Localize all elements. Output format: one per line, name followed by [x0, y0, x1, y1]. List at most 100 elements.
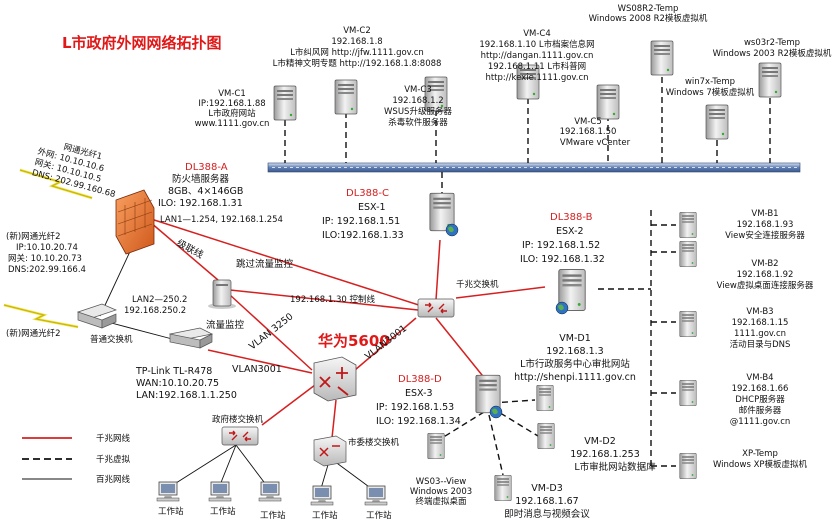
svg-text:VMware vCenter: VMware vCenter	[560, 138, 631, 148]
fiber2-label: (新)网通光纤2 IP:10.10.20.74 网关: 10.10.20.73 …	[6, 231, 86, 275]
virtual-links-top	[284, 77, 771, 476]
svg-text:DL388-A: DL388-A	[185, 162, 228, 173]
vm-b2-server-icon	[679, 240, 697, 268]
svg-text:DL388-C: DL388-C	[346, 188, 389, 199]
svg-text:View虚拟桌面连接服务器: View虚拟桌面连接服务器	[717, 280, 814, 291]
workstation-label: 工作站	[260, 510, 286, 521]
svg-text:VM-B2: VM-B2	[751, 259, 778, 269]
common-switch-label: 普通交换机	[90, 334, 133, 345]
svg-text:DNS:202.99.166.4: DNS:202.99.166.4	[8, 265, 86, 275]
esx3-server-icon	[475, 374, 503, 419]
workstation-label: 工作站	[366, 510, 392, 521]
svg-text:WAN:10.10.20.75: WAN:10.10.20.75	[136, 378, 219, 389]
common-switch	[77, 303, 117, 329]
legend-hundred-label: 百兆网线	[96, 474, 131, 485]
lan2b-label: 192.168.250.2	[124, 306, 186, 316]
workstation-icon	[208, 481, 232, 502]
workstation-icon	[156, 481, 180, 502]
svg-text:VM-B1: VM-B1	[751, 209, 778, 219]
svg-text:http://kexie.1111.gov.cn: http://kexie.1111.gov.cn	[485, 73, 588, 83]
svg-text:IP:192.168.1.88: IP:192.168.1.88	[198, 99, 265, 109]
workstation-label: 工作站	[158, 506, 184, 517]
bypass-label: 跳过流量监控	[236, 258, 294, 270]
win7-label: win7x-Temp Windows 7模板虚拟机	[666, 77, 755, 98]
xp-temp-label: XP-Temp Windows XP模板虚拟机	[713, 449, 808, 470]
workstation-label: 工作站	[312, 510, 338, 521]
svg-text:192.168.1.10 L市档案信息网: 192.168.1.10 L市档案信息网	[479, 39, 594, 50]
tplink-label: TP-Link TL-R478 WAN:10.10.20.75 LAN:192.…	[135, 366, 237, 401]
vm-d3-label: VM-D3 192.168.1.67 即时消息与视频会议	[504, 483, 590, 520]
vm-c2-label: VM-C2 192.168.1.8 L市纠风网 http://jfw.1111.…	[273, 26, 442, 69]
svg-text:View安全连接服务器: View安全连接服务器	[725, 230, 805, 241]
vm-b1-server-icon	[679, 211, 697, 239]
dl388b-label: DL388-B ESX-2 IP: 192.168.1.52 ILO: 192.…	[520, 212, 605, 265]
ws03-server-icon	[758, 62, 782, 98]
svg-text:DL388-B: DL388-B	[550, 212, 593, 223]
svg-text:VM-B3: VM-B3	[746, 307, 773, 317]
city-committee-switch	[313, 435, 347, 467]
vm-d-server-icon	[537, 422, 555, 450]
svg-text:192.168.1.253: 192.168.1.253	[570, 449, 640, 460]
win7-server-icon	[705, 104, 729, 140]
vm-c1-server-icon	[273, 85, 297, 121]
workstation-label: 工作站	[210, 506, 236, 517]
svg-text:VM-C3: VM-C3	[404, 85, 432, 95]
vm-b4-server-icon	[679, 379, 697, 407]
svg-text:192.168.1.50: 192.168.1.50	[560, 127, 617, 137]
legend: 千兆网线 千兆虚拟 百兆网线	[22, 433, 131, 485]
vm-d1-label: VM-D1 192.168.1.3 L市行政服务中心审批网站 http://sh…	[514, 333, 636, 383]
svg-text:192.168.1.92: 192.168.1.92	[737, 270, 794, 280]
vm-b3-server-icon	[679, 310, 697, 338]
lan2-label: LAN2—250.2	[132, 295, 187, 305]
vm-b4-label: VM-B4 192.168.1.66 DHCP服务器 邮件服务器 @1111.g…	[730, 373, 791, 427]
svg-text:L市政府网站: L市政府网站	[208, 108, 256, 119]
lan1-label: LAN1—1.254, 192.168.1.254	[160, 215, 283, 225]
svg-text:杀毒软件服务器: 杀毒软件服务器	[388, 117, 448, 128]
xp-temp-server-icon	[679, 452, 697, 480]
svg-text:VM-D3: VM-D3	[531, 483, 562, 494]
backbone-bus	[267, 162, 801, 173]
vm-d2-label: VM-D2 192.168.1.253 L市审批网站数据库	[570, 436, 656, 473]
svg-text:192.168.1.3: 192.168.1.3	[546, 346, 603, 357]
svg-text:网关: 10.10.20.73: 网关: 10.10.20.73	[8, 253, 82, 264]
svg-text:活动目录与DNS: 活动目录与DNS	[730, 339, 791, 350]
gov-building-switch	[221, 426, 259, 446]
ws03-label: ws03r2-Temp Windows 2003 R2模板虚拟机	[713, 38, 832, 59]
vm-c5-label: VM-C5 192.168.1.50 VMware vCenter	[560, 117, 631, 148]
svg-text:L市审批网站数据库: L市审批网站数据库	[574, 461, 656, 473]
svg-text:邮件服务器: 邮件服务器	[739, 405, 782, 416]
svg-text:ILO:192.168.1.33: ILO:192.168.1.33	[322, 230, 404, 241]
svg-text:Windows 2003: Windows 2003	[410, 487, 472, 497]
svg-text:VM-D1: VM-D1	[559, 333, 590, 344]
svg-text:WS03--View: WS03--View	[416, 477, 466, 487]
svg-text:VM-C1: VM-C1	[218, 89, 246, 99]
esx2-server-icon	[555, 269, 586, 315]
svg-text:L市精神文明专题 http://192.168.1.8:8: L市精神文明专题 http://192.168.1.8:8088	[273, 58, 442, 69]
svg-text:终端虚拟桌面: 终端虚拟桌面	[415, 496, 467, 507]
svg-text:ESX-2: ESX-2	[556, 226, 584, 237]
svg-text:VM-D2: VM-D2	[584, 436, 615, 447]
ctrl-line-label: 192.168.1.30 控制线	[290, 294, 375, 305]
dl388a-label: DL388-A 防火墙服务器 8GB、4×146GB ILO: 192.168.…	[158, 162, 243, 209]
svg-text:WSUS升级服务器: WSUS升级服务器	[384, 106, 452, 117]
legend-gig-label: 千兆网线	[96, 433, 131, 444]
svg-text:XP-Temp: XP-Temp	[742, 449, 778, 459]
svg-text:1111.gov.cn: 1111.gov.cn	[734, 329, 786, 339]
vm-c1-label: VM-C1 IP:192.168.1.88 L市政府网站 www.1111.go…	[195, 89, 270, 129]
svg-text:IP:10.10.20.74: IP:10.10.20.74	[16, 243, 78, 253]
svg-text:VM-C4: VM-C4	[523, 29, 551, 39]
workstation-icon	[310, 485, 334, 506]
vm-b2-label: VM-B2 192.168.1.92 View虚拟桌面连接服务器	[717, 259, 814, 291]
cascade-label: 级联线	[175, 237, 206, 261]
svg-text:(新)网通光纤2: (新)网通光纤2	[6, 231, 61, 242]
svg-text:即时消息与视频会议: 即时消息与视频会议	[504, 508, 590, 520]
vm-c4-label: VM-C4 192.168.1.10 L市档案信息网 http://dangan…	[479, 29, 594, 83]
svg-text:IP: 192.168.1.51: IP: 192.168.1.51	[322, 216, 400, 227]
svg-text:192.168.1.93: 192.168.1.93	[737, 220, 794, 230]
svg-text:L市行政服务中心审批网站: L市行政服务中心审批网站	[520, 358, 630, 370]
gig-switch-label: 千兆交换机	[456, 279, 499, 290]
gigabit-switch	[417, 298, 455, 318]
huawei-5600-switch	[313, 356, 357, 402]
svg-text:LAN:192.168.1.1.250: LAN:192.168.1.1.250	[136, 390, 237, 401]
